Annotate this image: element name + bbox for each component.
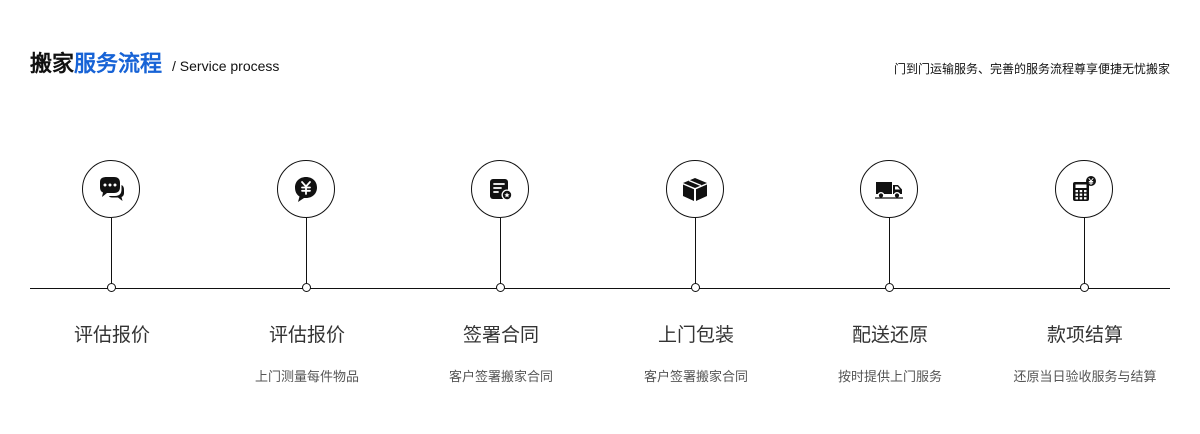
box-icon bbox=[683, 178, 707, 201]
step-node bbox=[691, 283, 700, 292]
calculator-icon bbox=[1073, 176, 1096, 201]
process-step-4: 上门包装 客户签署搬家合同 bbox=[596, 160, 796, 400]
step-desc: 按时提供上门服务 bbox=[837, 370, 942, 385]
chat-bubble-icon bbox=[100, 177, 124, 201]
step-icon-circle bbox=[82, 160, 140, 218]
step-title: 评估报价 bbox=[73, 324, 150, 346]
process-step-3: 签署合同 客户签署搬家合同 bbox=[401, 160, 601, 400]
step-stem bbox=[500, 218, 501, 284]
step-title: 配送还原 bbox=[851, 324, 928, 346]
step-node bbox=[1080, 283, 1089, 292]
step-node bbox=[302, 283, 311, 292]
step-icon-circle bbox=[1055, 160, 1113, 218]
process-step-6: 款项结算 还原当日验收服务与结算 bbox=[985, 160, 1185, 400]
step-stem bbox=[889, 218, 890, 284]
step-title: 评估报价 bbox=[268, 324, 345, 346]
step-icon-circle bbox=[471, 160, 529, 218]
step-desc: 上门测量每件物品 bbox=[254, 370, 359, 385]
title-accent: 服务流程 bbox=[74, 52, 163, 77]
step-desc: 客户签署搬家合同 bbox=[643, 370, 748, 385]
step-title: 款项结算 bbox=[1046, 324, 1123, 346]
step-node bbox=[885, 283, 894, 292]
step-title: 签署合同 bbox=[462, 324, 539, 346]
step-stem bbox=[111, 218, 112, 284]
step-stem bbox=[306, 218, 307, 284]
timeline-line bbox=[30, 288, 1170, 289]
step-stem bbox=[1084, 218, 1085, 284]
step-title: 上门包装 bbox=[657, 324, 734, 346]
process-step-2: 评估报价 上门测量每件物品 bbox=[207, 160, 407, 400]
process-step-5: 配送还原 按时提供上门服务 bbox=[790, 160, 990, 400]
title-prefix: 搬家 bbox=[30, 52, 75, 77]
contract-icon bbox=[490, 179, 513, 201]
truck-icon bbox=[875, 182, 903, 200]
step-icon-circle bbox=[860, 160, 918, 218]
process-step-1: 评估报价 bbox=[12, 160, 212, 400]
title-subtitle: / Service process bbox=[172, 58, 280, 74]
yuan-bubble-icon bbox=[295, 177, 317, 202]
step-node bbox=[107, 283, 116, 292]
page-title: 搬家服务流程 / Service process bbox=[30, 46, 279, 78]
step-icon-circle bbox=[666, 160, 724, 218]
step-icon-circle bbox=[277, 160, 335, 218]
header: 搬家服务流程 / Service process 门到门运输服务、完善的服务流程… bbox=[30, 46, 1170, 86]
step-desc: 还原当日验收服务与结算 bbox=[1013, 370, 1157, 385]
slogan: 门到门运输服务、完善的服务流程尊享便捷无忧搬家 bbox=[893, 62, 1170, 76]
step-stem bbox=[695, 218, 696, 284]
step-desc: 客户签署搬家合同 bbox=[448, 370, 553, 385]
step-node bbox=[496, 283, 505, 292]
